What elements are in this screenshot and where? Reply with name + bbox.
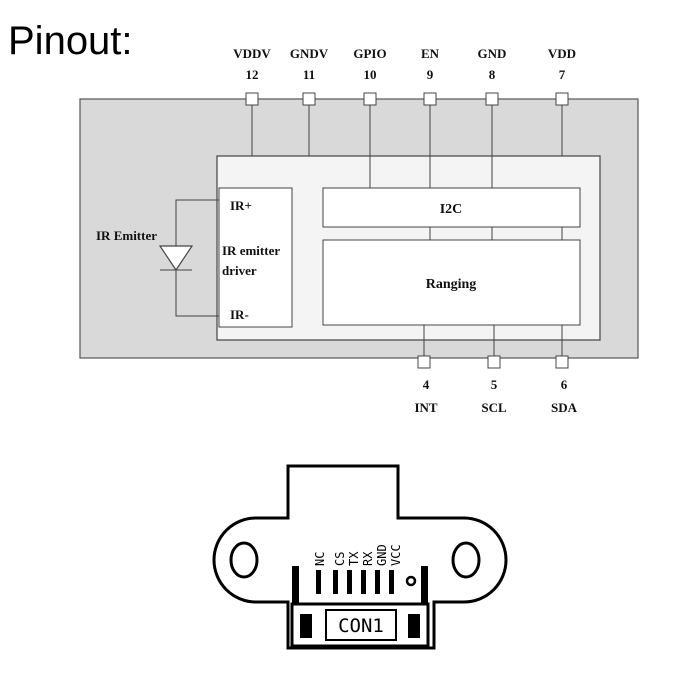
ir-diode-icon: [158, 245, 194, 272]
i2c-label: I2C: [440, 202, 463, 217]
ir-driver-block: [218, 187, 293, 328]
pin-6-name: SDA: [551, 400, 578, 415]
pin-7-name: VDD: [548, 46, 576, 61]
pin-8-pad: [485, 92, 499, 106]
pin-5-pad: [487, 355, 501, 369]
pin-4-number: 4: [423, 377, 430, 392]
bottom-pin-pads: [417, 355, 569, 369]
con-pin-rx: [361, 570, 366, 594]
mounting-hole-right-icon: [451, 541, 481, 579]
pin-7-number: 7: [559, 67, 566, 82]
sensor-module-outline: [212, 464, 508, 650]
con-pin-cs: [333, 570, 338, 594]
connector-latch-right: [408, 614, 420, 638]
top-pin-pads: [245, 92, 569, 106]
ranging-label: Ranging: [426, 277, 477, 292]
pin-10-pad: [363, 92, 377, 106]
con-pin-tx: [347, 570, 352, 594]
connector-label-box: [325, 609, 397, 641]
pin-9-name: EN: [421, 46, 440, 61]
pin-8-name: GND: [478, 46, 507, 61]
con-pin-label-vcc: VCC: [389, 544, 403, 566]
connector-wall-left: [292, 566, 299, 606]
connector-latch-left: [300, 614, 312, 638]
pin-10-number: 10: [364, 67, 377, 82]
bottom-pin-labels: 4 INT 5 SCL 6 SDA: [414, 377, 577, 415]
mounting-hole-left-icon: [229, 541, 259, 579]
con-pin-vcc: [389, 570, 394, 594]
con-pin-nc: [316, 570, 321, 594]
pin-5-name: SCL: [481, 400, 507, 415]
pin-4-pad: [417, 355, 431, 369]
ir-minus-label: IR-: [230, 307, 249, 322]
con-pin-label-rx: RX: [361, 551, 375, 566]
pin-12-number: 12: [246, 67, 259, 82]
pin1-marker-icon: [405, 575, 417, 587]
con-pin-label-gnd: GND: [375, 544, 389, 566]
pin-12-pad: [245, 92, 259, 106]
pin-5-number: 5: [491, 377, 498, 392]
pin-11-number: 11: [303, 67, 315, 82]
pin-4-name: INT: [414, 400, 437, 415]
pin-6-number: 6: [561, 377, 568, 392]
con-pin-label-cs: CS: [333, 552, 347, 566]
connector-pins: [316, 570, 394, 594]
ir-driver-label-line2: driver: [222, 263, 257, 278]
top-pin-wires: [251, 105, 563, 188]
ir-plus-label: IR+: [230, 198, 252, 213]
i2c-block: [322, 187, 581, 228]
pin-11-name: GNDV: [290, 46, 329, 61]
bottom-pin-wires: [423, 325, 563, 356]
connector-label: CON1: [338, 615, 384, 637]
connector-pin-labels: NC CS TX RX GND VCC: [313, 544, 403, 566]
i2c-ranging-wires: [429, 227, 563, 240]
pin-9-pad: [423, 92, 437, 106]
pin-8-number: 8: [489, 67, 496, 82]
pin-10-name: GPIO: [353, 46, 386, 61]
con-pin-label-tx: TX: [347, 551, 361, 566]
pin-7-pad: [555, 92, 569, 106]
pin-11-pad: [302, 92, 316, 106]
pin-6-pad: [555, 355, 569, 369]
pin-9-number: 9: [427, 67, 434, 82]
ir-emitter-label: IR Emitter: [96, 228, 157, 243]
ir-driver-label-line1: IR emitter: [222, 243, 280, 258]
pin-12-name: VDDV: [233, 46, 271, 61]
con-pin-gnd: [375, 570, 380, 594]
con-pin-label-nc: NC: [313, 552, 327, 566]
top-pin-labels: VDDV 12 GNDV 11 GPIO 10 EN 9 GND 8 VDD 7: [233, 46, 576, 82]
connector-wall-right: [421, 566, 428, 606]
ranging-block: [322, 239, 581, 326]
page-title: Pinout:: [8, 19, 133, 63]
